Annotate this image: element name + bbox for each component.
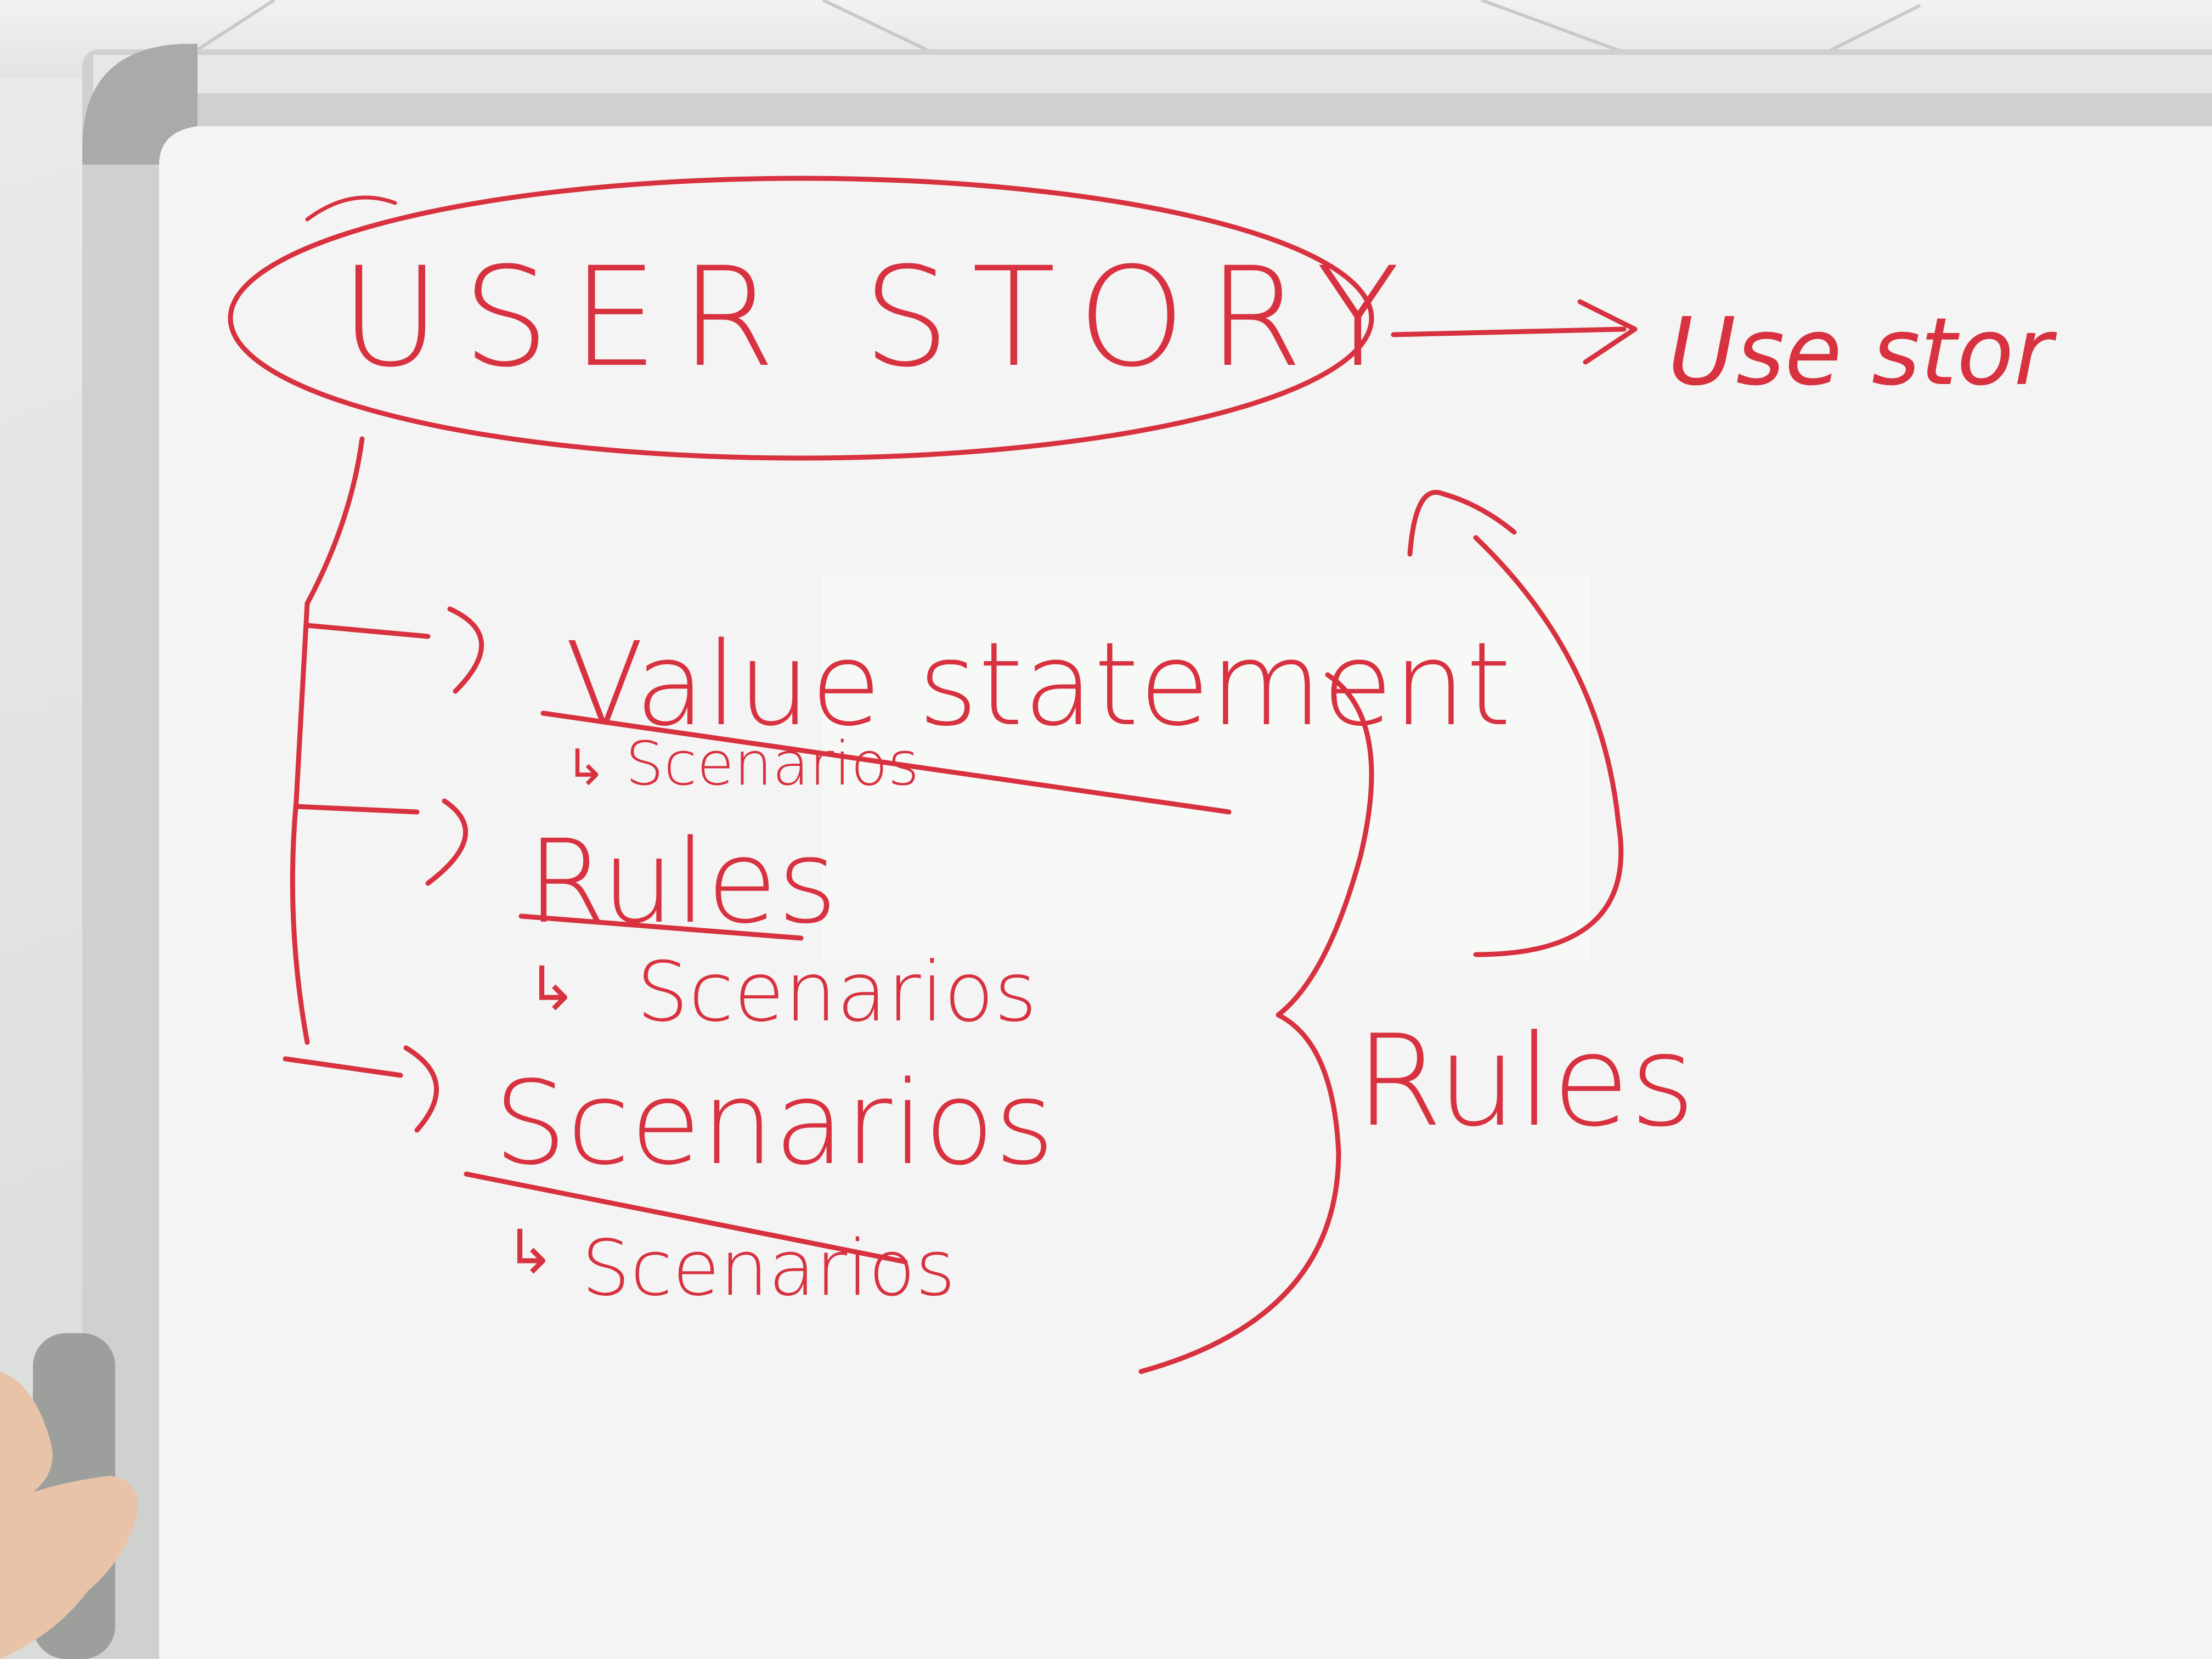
right-brace	[1138, 672, 1374, 1374]
branch-sub-2: Scenarios	[636, 945, 1037, 1040]
branch-arrow-1	[304, 623, 431, 639]
side-note: Use stor	[1668, 298, 2057, 407]
branch-arrow-3-head	[403, 1045, 439, 1133]
return-arrow	[1473, 535, 1624, 957]
branch-underline-1	[540, 710, 1232, 815]
corner-cap-icon	[82, 44, 198, 165]
branch-sub-arrow-3: ↳	[505, 1217, 555, 1287]
branch-arrow-1-head	[447, 606, 484, 694]
return-arrow-head	[1407, 489, 1517, 557]
branch-arrow-2-head	[425, 798, 468, 886]
branch-heading-value-statement: Value statement	[565, 617, 1511, 752]
branch-arrow-2	[294, 804, 420, 815]
ellipse-tail	[305, 195, 397, 222]
branch-underline-2	[518, 913, 804, 941]
user-story-ellipse	[228, 176, 1374, 461]
arrow-to-side-note	[1391, 326, 1627, 337]
brace-label: Rules	[1355, 1008, 1695, 1155]
branch-arrow-3	[283, 1056, 403, 1078]
branch-underline-3	[464, 1171, 908, 1265]
branch-sub-1: Scenarios	[625, 729, 919, 799]
arrow-to-side-note-head	[1577, 299, 1638, 365]
frame-highlight	[93, 55, 2212, 93]
thumb-icon	[0, 1372, 138, 1659]
branch-sub-3: Scenarios	[582, 1224, 956, 1313]
branch-sub-arrow-2: ↳	[527, 953, 577, 1024]
board-glare	[823, 576, 1591, 960]
branch-sub-arrow-1: ↳	[565, 739, 606, 797]
user-story-title: USER STORY	[340, 238, 1421, 397]
branch-heading-scenarios: Scenarios	[494, 1056, 1054, 1190]
